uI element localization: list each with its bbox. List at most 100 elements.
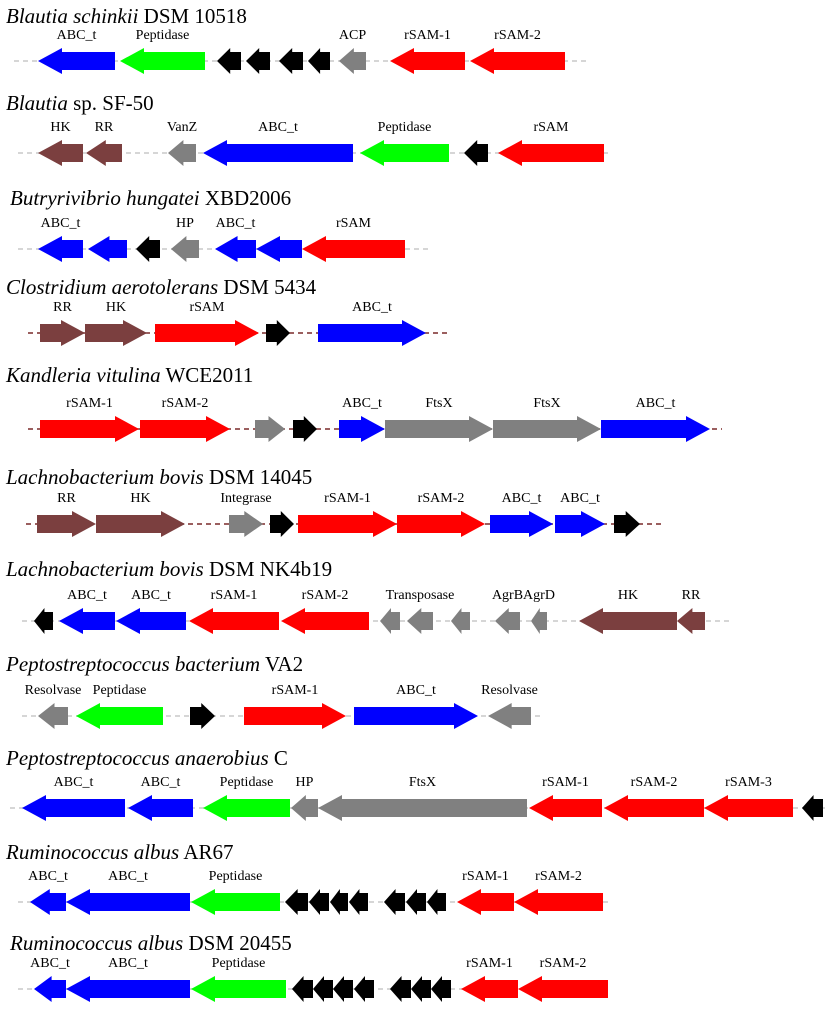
gene-arrow-black bbox=[354, 976, 374, 1002]
gene-arrow-blue bbox=[116, 608, 186, 634]
gene-arrow-brown bbox=[86, 140, 122, 166]
gene-label: RR bbox=[682, 588, 701, 603]
gene-label: RR bbox=[57, 491, 76, 506]
gene-label: rSAM-1 bbox=[66, 396, 113, 411]
gene-arrow-green bbox=[120, 48, 205, 74]
gene-arrow-black bbox=[217, 48, 241, 74]
gene-label: rSAM-1 bbox=[324, 491, 371, 506]
organism-name: Ruminococcus albus bbox=[5, 840, 179, 864]
gene-arrow-black bbox=[330, 889, 348, 915]
cluster-title: Ruminococcus albus AR67 bbox=[5, 840, 234, 864]
gene-arrow-brown bbox=[677, 608, 705, 634]
gene-label: Peptidase bbox=[212, 956, 266, 971]
gene-arrow-blue bbox=[128, 795, 193, 821]
gene-arrow-black bbox=[390, 976, 411, 1002]
gene-arrow-brown bbox=[96, 511, 185, 537]
gene-arrow-blue bbox=[601, 416, 710, 442]
gene-arrow-black bbox=[266, 320, 290, 346]
strain-name: DSM NK4b19 bbox=[204, 557, 332, 581]
gene-arrow-black bbox=[285, 889, 308, 915]
gene-label: rSAM-1 bbox=[466, 956, 513, 971]
gene-arrow-blue bbox=[30, 889, 66, 915]
gene-arrow-gray bbox=[171, 236, 199, 262]
gene-label: HK bbox=[130, 491, 150, 506]
cluster-title: Kandleria vitulina WCE2011 bbox=[5, 363, 253, 387]
gene-arrow-gray bbox=[38, 703, 68, 729]
gene-arrow-blue bbox=[490, 511, 553, 537]
gene-label: HK bbox=[106, 300, 126, 315]
cluster-title: Blautia sp. SF-50 bbox=[6, 91, 154, 115]
strain-name: VA2 bbox=[260, 652, 303, 676]
organism-name: Peptostreptococcus anaerobius bbox=[5, 746, 269, 770]
gene-arrow-red bbox=[514, 889, 603, 915]
gene-label: FtsX bbox=[425, 396, 452, 411]
gene-arrow-blue bbox=[34, 976, 66, 1002]
gene-arrow-red bbox=[704, 795, 793, 821]
gene-label: rSAM-1 bbox=[462, 869, 509, 884]
cluster-title: Peptostreptococcus bacterium VA2 bbox=[5, 652, 303, 676]
gene-label: Peptidase bbox=[136, 28, 190, 43]
gene-label: HP bbox=[296, 775, 314, 790]
gene-arrow-gray bbox=[451, 608, 470, 634]
gene-label: ABC_t bbox=[636, 396, 676, 411]
gene-arrow-black bbox=[349, 889, 368, 915]
gene-label: ABC_t bbox=[67, 588, 107, 603]
gene-arrow-black bbox=[614, 511, 640, 537]
gene-cluster: Peptostreptococcus bacterium VA2Resolvas… bbox=[5, 652, 542, 729]
gene-label: ABC_t bbox=[108, 869, 148, 884]
gene-label: rSAM-2 bbox=[302, 588, 349, 603]
gene-arrow-gray bbox=[318, 795, 527, 821]
gene-arrow-black bbox=[292, 976, 313, 1002]
gene-arrow-blue bbox=[339, 416, 385, 442]
gene-arrow-brown bbox=[85, 320, 147, 346]
organism-name: Lachnobacterium bovis bbox=[5, 557, 204, 581]
gene-arrow-green bbox=[191, 889, 280, 915]
gene-arrow-black bbox=[293, 416, 317, 442]
gene-arrow-blue bbox=[66, 889, 190, 915]
gene-arrow-black bbox=[309, 889, 329, 915]
cluster-title: Ruminococcus albus DSM 20455 bbox=[9, 931, 292, 955]
strain-name: DSM 20455 bbox=[183, 931, 292, 955]
gene-label: HP bbox=[176, 216, 194, 231]
strain-name: C bbox=[269, 746, 288, 770]
organism-name: Kandleria vitulina bbox=[5, 363, 161, 387]
gene-label: rSAM-2 bbox=[418, 491, 465, 506]
gene-arrow-black bbox=[279, 48, 303, 74]
gene-label: rSAM bbox=[189, 300, 225, 315]
gene-label: RR bbox=[95, 120, 114, 135]
gene-label: rSAM-2 bbox=[540, 956, 587, 971]
gene-label: ABC_t bbox=[560, 491, 600, 506]
gene-label: rSAM-3 bbox=[725, 775, 772, 790]
gene-arrow-black bbox=[431, 976, 451, 1002]
strain-name: DSM 10518 bbox=[138, 4, 247, 28]
gene-arrow-gray bbox=[291, 795, 318, 821]
gene-arrow-red bbox=[498, 140, 604, 166]
organism-name: Ruminococcus albus bbox=[9, 931, 183, 955]
organism-name: Clostridium aerotolerans bbox=[6, 275, 218, 299]
gene-label: ABC_t bbox=[41, 216, 81, 231]
cluster-title: Lachnobacterium bovis DSM 14045 bbox=[5, 465, 312, 489]
gene-label: HK bbox=[50, 120, 70, 135]
gene-label: RR bbox=[53, 300, 72, 315]
organism-name: Peptostreptococcus bacterium bbox=[5, 652, 260, 676]
gene-label: ABC_t bbox=[131, 588, 171, 603]
gene-label: ABC_t bbox=[108, 956, 148, 971]
gene-label: ABC_t bbox=[396, 683, 436, 698]
gene-arrow-blue bbox=[354, 703, 478, 729]
cluster-title: Lachnobacterium bovis DSM NK4b19 bbox=[5, 557, 332, 581]
gene-label: HK bbox=[618, 588, 638, 603]
gene-arrow-green bbox=[203, 795, 290, 821]
gene-arrow-gray bbox=[531, 608, 547, 634]
gene-arrow-gray bbox=[385, 416, 493, 442]
gene-arrow-gray bbox=[493, 416, 601, 442]
gene-label: Transposase bbox=[386, 588, 455, 603]
gene-label: rSAM-2 bbox=[535, 869, 582, 884]
gene-arrow-red bbox=[470, 48, 565, 74]
gene-arrow-green bbox=[360, 140, 449, 166]
gene-arrow-black bbox=[384, 889, 405, 915]
gene-label: ACP bbox=[339, 28, 366, 43]
